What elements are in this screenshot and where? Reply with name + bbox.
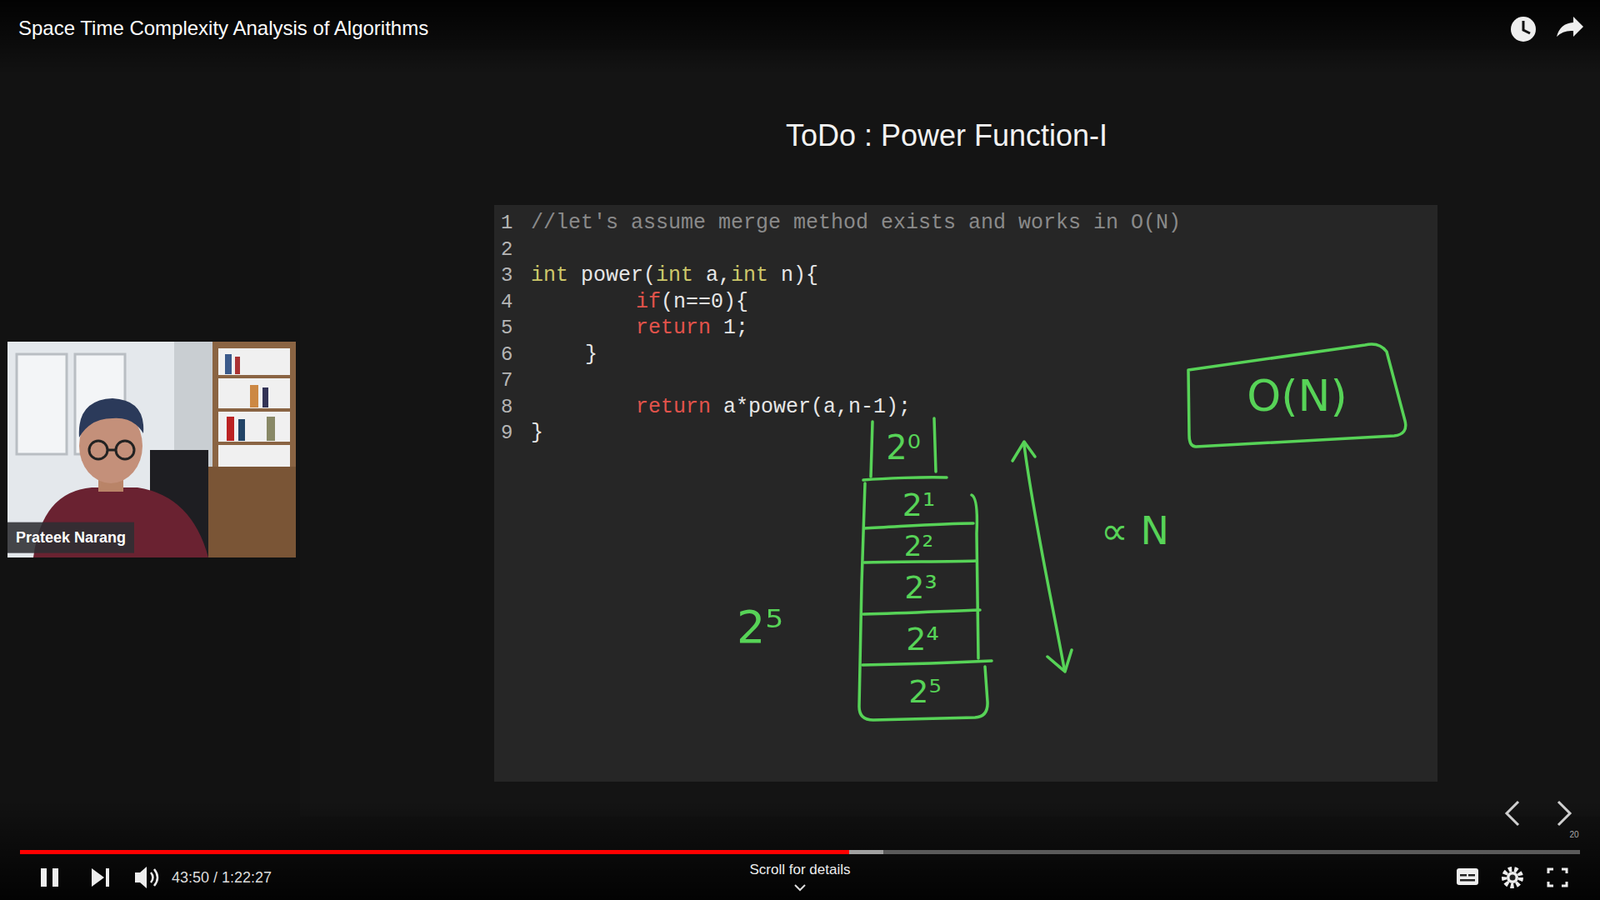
window-title: Space Time Complexity Analysis of Algori…: [18, 16, 429, 40]
stack-frame: 2³: [866, 564, 975, 611]
code-line: int power(int a,int n){: [530, 264, 819, 289]
slide-number: 20: [1569, 830, 1579, 840]
progress-bar: [20, 850, 1580, 855]
size-arrow: [1012, 441, 1072, 672]
scroll-hint: Scroll for details: [750, 861, 851, 879]
code-line: }: [530, 421, 544, 446]
node-text: 2²: [904, 531, 934, 560]
player-controls: [40, 16, 1584, 890]
webcam-feed: [7, 341, 296, 558]
handwritten-note: 2⁵: [736, 601, 784, 654]
presenter-name: Prateek Narang: [7, 522, 135, 554]
node-text: 2¹: [902, 489, 935, 521]
stack-frame: 2⁰: [867, 418, 940, 477]
line-number: 9: [500, 421, 513, 445]
line-number: 8: [500, 395, 513, 420]
stack-frame: 2⁵: [866, 666, 984, 717]
code-line: return a*power(a,n-1);: [635, 395, 911, 420]
node-text: 2⁵: [908, 675, 941, 708]
code-line: }: [585, 342, 598, 367]
complexity-box: O(N): [1185, 341, 1409, 450]
node-text: 2³: [904, 571, 937, 604]
line-number: 3: [500, 264, 513, 288]
line-number: 7: [500, 369, 513, 393]
line-number: 1: [500, 211, 513, 235]
call-stack-drawing: [859, 477, 992, 720]
line-number: 2: [500, 238, 513, 262]
code-keyword: if: [635, 289, 661, 314]
code-panel: [494, 205, 1438, 782]
code-keyword: return: [635, 394, 711, 419]
stack-frame: 2²: [866, 530, 971, 562]
code-comment: //let's assume merge method exists and w…: [530, 211, 1181, 236]
line-number: 5: [500, 316, 513, 340]
line-number: 6: [500, 343, 513, 367]
handwritten-note: ∝ N: [1100, 509, 1170, 554]
code-line: if(n==0){: [635, 290, 749, 315]
code-keyword: int: [530, 263, 569, 288]
stack-frame: 2¹: [866, 483, 971, 527]
slide-title: ToDo : Power Function-I: [785, 118, 1108, 154]
code-keyword: int: [730, 263, 769, 288]
node-text: O(N): [1246, 374, 1347, 418]
code-line: return 1;: [635, 316, 749, 341]
code-keyword: int: [655, 263, 694, 288]
node-text: 2⁴: [905, 623, 939, 655]
code-keyword: return: [635, 315, 711, 340]
node-text: 2⁰: [885, 430, 920, 465]
line-number: 4: [500, 290, 513, 315]
stack-frame: 2⁴: [866, 615, 979, 662]
video-time: 43:50 / 1:22:27: [171, 869, 272, 887]
